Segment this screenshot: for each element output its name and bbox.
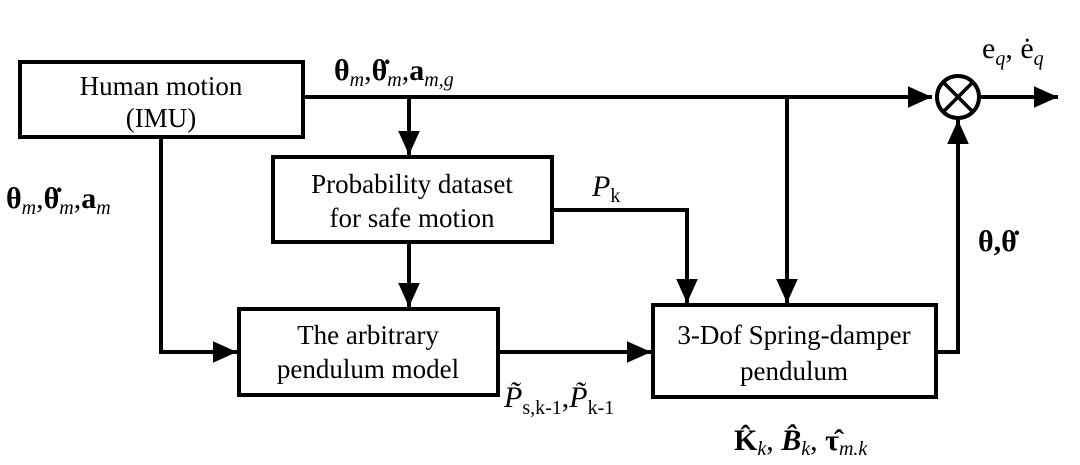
- human-motion-label-line1: Human motion: [80, 71, 243, 101]
- signal-label-feedback: θ,θ̇: [978, 225, 1020, 258]
- signal-label-pk: Pk: [591, 170, 620, 207]
- signal-label-params: K̂k, B̂k, τ̂m.k: [734, 424, 868, 460]
- probability-dataset-label-line1: Probability dataset: [311, 169, 513, 199]
- spring-damper-label-line2: pendulum: [740, 356, 848, 386]
- signal-label-imu-top: θm,θ̇m,am,g: [334, 54, 454, 91]
- circle-cross-icon: [935, 74, 981, 120]
- human-motion-block: Human motion (IMU): [18, 60, 305, 139]
- spring-damper-label-line1: 3-Dof Spring-damper: [677, 320, 910, 350]
- arrow-pk-to-spring-damper: [552, 208, 698, 303]
- signal-label-error: eq, ėq: [982, 32, 1044, 70]
- connection-lines: [159, 86, 1058, 363]
- arbitrary-pendulum-label-line2: pendulum model: [277, 354, 459, 384]
- arbitrary-pendulum-label-line1: The arbitrary: [297, 320, 439, 350]
- arrow-imu-to-arbitrary: [159, 137, 237, 363]
- probability-dataset-label-line2: for safe motion: [330, 203, 495, 233]
- arrow-feedback-to-junction: [936, 120, 969, 354]
- probability-dataset-block: Probability dataset for safe motion: [271, 155, 554, 244]
- arbitrary-pendulum-block: The arbitrary pendulum model: [237, 307, 500, 397]
- signal-label-p-tilde: P̃s,k-1,P̃k-1: [503, 381, 614, 419]
- signal-label-imu-left: θm,θ̇m,am: [6, 182, 111, 219]
- human-motion-label-line2: (IMU): [126, 103, 196, 133]
- spring-damper-pendulum-block: 3-Dof Spring-damper pendulum: [651, 303, 938, 399]
